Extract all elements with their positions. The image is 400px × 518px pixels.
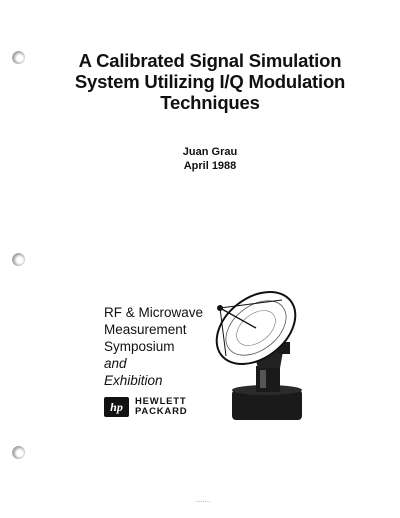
dish-feed-strut-1 [219, 307, 257, 329]
author-name: Juan Grau [182, 146, 238, 158]
dish-reflector-inner-ring [236, 310, 276, 346]
title-line-1: A Calibrated Signal Simulation [78, 50, 342, 71]
punch-hole-middle-icon [12, 253, 25, 266]
author-block: Juan Grau April 1988 [160, 145, 260, 173]
dish-reflector-ring [225, 300, 287, 356]
paper-title: A Calibrated Signal Simulation System Ut… [40, 50, 380, 113]
dish-feed-strut-3 [219, 299, 283, 309]
company-line-2: PACKARD [135, 406, 188, 417]
event-line-1: RF & Microwave [104, 305, 204, 320]
hewlett-packard-logo: hp HEWLETT PACKARD [104, 397, 187, 417]
event-name: RF & Microwave Measurement Symposium and… [104, 304, 203, 389]
hp-badge-icon: hp [104, 397, 129, 417]
dish-base [232, 390, 302, 420]
dish-pedestal-highlight [260, 370, 266, 388]
title-line-3: Techniques [160, 92, 260, 113]
company-line-1: HEWLETT [135, 396, 187, 407]
title-line-2: System Utilizing I/Q Modulation [74, 71, 346, 92]
footer-mark: ........ [195, 498, 211, 504]
dish-feed-strut-2 [219, 307, 227, 357]
event-line-4: and [104, 356, 127, 371]
event-line-5: Exhibition [104, 373, 163, 388]
event-line-3: Symposium [104, 339, 175, 354]
punch-hole-bottom-icon [12, 446, 25, 459]
publication-date: April 1988 [183, 160, 237, 172]
dish-pedestal [256, 366, 280, 392]
hp-badge-text: hp [110, 399, 123, 414]
company-name: HEWLETT PACKARD [135, 397, 187, 417]
satellite-dish-icon [215, 291, 302, 420]
dish-feed-horn [217, 305, 223, 311]
event-line-2: Measurement [104, 322, 187, 337]
punch-hole-top-icon [12, 51, 25, 64]
